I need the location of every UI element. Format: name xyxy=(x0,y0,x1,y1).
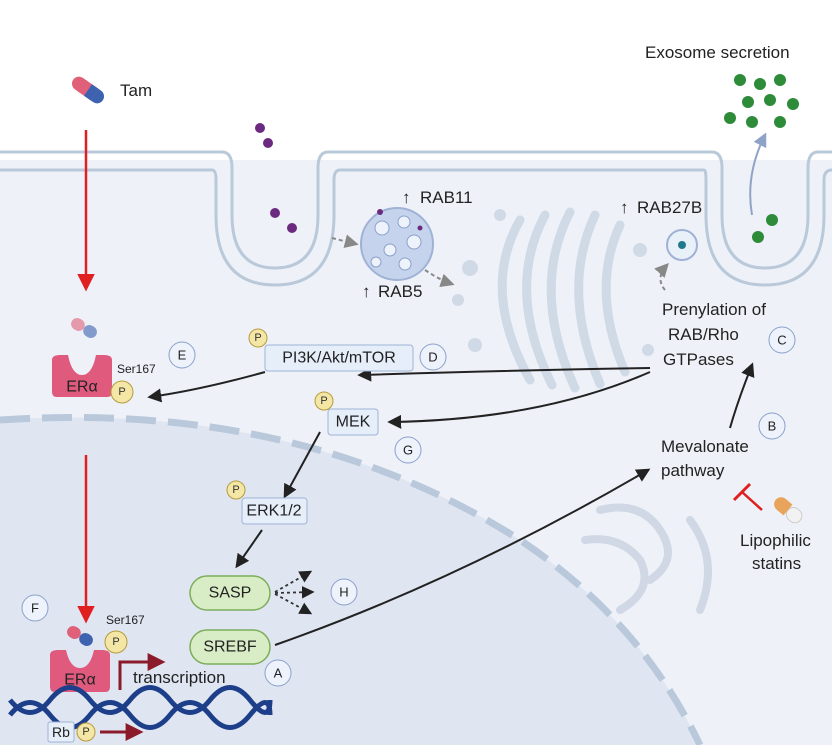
rab11-arrow-icon: ↑ xyxy=(402,188,411,207)
statin-inhibition-bar xyxy=(732,482,752,502)
rab27b-label: RAB27B xyxy=(637,198,702,217)
tam-bound-pill-top-icon xyxy=(71,318,97,338)
rb-box xyxy=(47,721,75,743)
rab27b-vesicle xyxy=(666,229,698,261)
mek-phospho-label: P xyxy=(320,395,327,407)
mevalonate-label-line1: Mevalonate xyxy=(661,437,749,456)
tam-bound-pill-bottom-icon xyxy=(67,626,93,646)
era-bottom-label: ERα xyxy=(64,672,95,689)
era-bottom-phospho-label: P xyxy=(112,636,119,648)
transcription-arrow xyxy=(118,653,166,690)
marker-f: F xyxy=(21,594,49,622)
rab27b-arrow-icon: ↑ xyxy=(620,198,629,217)
pi3k-phospho-label: P xyxy=(254,332,261,344)
exosome-secretion-label: Exosome secretion xyxy=(645,43,790,62)
plasma-membrane xyxy=(0,150,832,287)
marker-b-label: B xyxy=(768,419,777,434)
prenylation-to-pi3k-arrow xyxy=(357,367,651,382)
mevalonate-to-prenylation-arrow xyxy=(729,362,755,429)
marker-h-label: H xyxy=(339,585,348,600)
marker-f-label: F xyxy=(31,601,39,616)
dna-helix xyxy=(8,685,273,730)
pi3k-phospho-icon xyxy=(248,328,268,348)
golgi-vesicles xyxy=(452,209,654,356)
marker-e: E xyxy=(168,341,196,369)
era-bottom-phospho-icon xyxy=(104,630,128,654)
pi3k-akt-mtor-label: PI3K/Akt/mTOR xyxy=(282,350,396,367)
rab11-label: RAB11 xyxy=(420,188,473,207)
prenylation-label-line1: Prenylation of xyxy=(662,300,766,319)
erk-label: ERK1/2 xyxy=(246,503,301,520)
srebf-label: SREBF xyxy=(203,639,257,656)
early-endosome xyxy=(360,207,434,281)
marker-c: C xyxy=(768,326,796,354)
exosome-release-arrow xyxy=(749,132,767,216)
transcription-label: transcription xyxy=(133,668,226,687)
extracellular-space xyxy=(0,0,832,160)
pi3k-to-era-arrow xyxy=(147,371,266,403)
rb-phospho-icon xyxy=(76,722,96,742)
era-receptor-top xyxy=(52,355,112,397)
marker-c-label: C xyxy=(777,333,786,348)
mek-label: MEK xyxy=(336,414,371,431)
srebf-to-mevalonate-arrow xyxy=(274,468,651,646)
pi3k-akt-mtor-box xyxy=(264,344,414,372)
marker-a: A xyxy=(264,659,292,687)
mek-box xyxy=(327,408,379,436)
era-top-phospho-label: P xyxy=(118,386,125,398)
marker-e-label: E xyxy=(178,348,187,363)
cargo-particles xyxy=(255,123,297,233)
marker-b: B xyxy=(758,412,786,440)
era-receptor-bottom xyxy=(50,650,110,692)
era-top-label: ERα xyxy=(66,379,97,396)
nuclear-envelope xyxy=(0,414,704,745)
prenylation-to-mek-arrow xyxy=(387,371,651,429)
sasp-secretion-arrows xyxy=(274,570,315,615)
srebf-box xyxy=(189,629,271,665)
marker-d-label: D xyxy=(428,350,437,365)
exosome-particles xyxy=(724,74,799,243)
marker-a-label: A xyxy=(274,666,283,681)
statins-pill-icon xyxy=(774,497,803,524)
rb-phospho-label: P xyxy=(82,726,89,738)
mek-to-erk-arrow xyxy=(283,431,321,499)
ser167-top-label: Ser167 xyxy=(117,362,156,376)
rab5-arrow-icon: ↑ xyxy=(362,282,371,301)
endoplasmic-reticulum xyxy=(581,503,712,614)
prenylation-to-vesicle-arrow xyxy=(654,262,669,291)
erk-phospho-label: P xyxy=(232,484,239,496)
sasp-box xyxy=(189,575,271,611)
golgi-apparatus xyxy=(497,207,630,393)
era-top-phospho-icon xyxy=(110,380,134,404)
statins-label-line2: statins xyxy=(752,554,801,573)
marker-g: G xyxy=(394,436,422,464)
marker-g-label: G xyxy=(403,443,413,458)
tam-label: Tam xyxy=(120,81,152,100)
mek-phospho-icon xyxy=(314,391,334,411)
rb-label: Rb xyxy=(52,724,70,740)
erk-phospho-icon xyxy=(226,480,246,500)
marker-d: D xyxy=(419,343,447,371)
ser167-bottom-label: Ser167 xyxy=(106,613,145,627)
erk-to-sasp-arrow xyxy=(235,529,263,569)
marker-h: H xyxy=(330,578,358,606)
rab5-label: RAB5 xyxy=(378,282,422,301)
endosome-to-golgi-arrow xyxy=(424,269,455,288)
statins-label-line1: Lipophilic xyxy=(740,531,811,550)
erk-box xyxy=(241,497,308,525)
tamoxifen-pill-icon xyxy=(71,76,105,104)
sasp-label: SASP xyxy=(209,585,252,602)
statin-inhibition-line xyxy=(741,491,763,511)
prenylation-label-line2: RAB/Rho xyxy=(668,325,739,344)
mevalonate-label-line2: pathway xyxy=(661,461,725,480)
prenylation-label-line3: GTPases xyxy=(663,350,734,369)
